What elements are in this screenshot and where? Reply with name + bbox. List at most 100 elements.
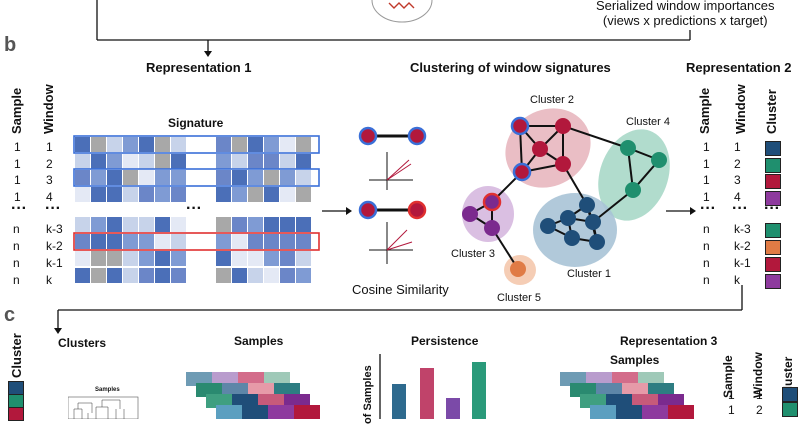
node-c1-a — [579, 197, 595, 213]
signature-cell — [232, 234, 247, 249]
rep2-row-4-sample: 1 — [703, 190, 710, 204]
signature-cell — [216, 154, 231, 169]
signature-cell — [280, 268, 295, 283]
signature-cell — [171, 137, 186, 152]
node-c2-e — [512, 162, 532, 182]
cluster-2-label: Cluster 2 — [530, 94, 575, 106]
cosine-diagram — [358, 126, 427, 264]
panel-c-cluster-label: Cluster — [9, 333, 24, 378]
arrow-to-cosine — [322, 207, 352, 215]
rep2-row-7-window: k-1 — [734, 256, 751, 270]
rep1-row-5-window: k-3 — [46, 222, 63, 236]
rep1-title: Representation 1 — [146, 60, 252, 75]
cluster-4-region — [598, 129, 670, 221]
model-icon-circle — [371, 0, 433, 23]
arrow-to-rep2 — [666, 207, 696, 215]
signature-cell — [75, 154, 90, 169]
rep2-row-4-cluster-swatch — [765, 191, 781, 206]
top-connector-svg — [96, 0, 691, 57]
panel-c-cluster-swatches — [8, 381, 24, 421]
node-c3-b — [462, 206, 478, 222]
signature-grid — [73, 135, 320, 283]
signature-cell — [232, 170, 247, 185]
signature-cell — [123, 217, 138, 232]
persistence-bar-2 — [420, 368, 434, 419]
signature-cell — [280, 137, 295, 152]
rep2-ellipsis-sample: ··· — [700, 200, 716, 217]
rep2-title: Representation 2 — [686, 60, 792, 75]
signature-cell — [216, 170, 231, 185]
rep2-row-2-window: 2 — [734, 157, 741, 171]
rep2-ellipsis-cluster: ··· — [764, 200, 780, 217]
signature-cell — [296, 234, 311, 249]
node-c1-c — [585, 214, 601, 230]
cluster-1-label: Cluster 1 — [567, 268, 612, 280]
rep2-ellipsis-window: ··· — [732, 200, 748, 217]
signature-cell — [248, 234, 263, 249]
rep1-row-8-window: k — [46, 273, 52, 287]
signature-cell — [296, 137, 311, 152]
connector-to-panel-c — [54, 285, 743, 334]
signature-cell — [216, 251, 231, 266]
caption-line-1: Serialized window importances — [596, 0, 775, 13]
rep2-row-5-window: k-3 — [734, 222, 751, 236]
rep2-row-7-cluster-swatch — [765, 257, 781, 272]
signature-cell — [91, 170, 106, 185]
signature-cell — [248, 251, 263, 266]
rep1-row-4-window: 4 — [46, 190, 53, 204]
node-c2-d — [555, 156, 571, 172]
signature-cell — [232, 217, 247, 232]
signature-cell — [296, 170, 311, 185]
rep3-samples-label: Samples — [610, 353, 660, 367]
node-c5-a — [510, 261, 526, 277]
node-c4-c — [625, 182, 641, 198]
node-c2-a — [510, 116, 530, 136]
signature-cell — [91, 187, 106, 202]
cluster-4-label: Cluster 4 — [626, 116, 671, 128]
signature-cell — [232, 251, 247, 266]
signature-cell — [296, 217, 311, 232]
node-c3-c — [484, 220, 500, 236]
rep2-row-1-window: 1 — [734, 140, 741, 154]
signature-cell — [107, 187, 122, 202]
rep3-row-2-cluster — [782, 402, 798, 417]
signature-cell — [264, 217, 279, 232]
rep2-row-8-sample: n — [703, 273, 710, 287]
panel-c-letter: c — [4, 304, 16, 326]
rep2-row-5-cluster-swatch — [765, 223, 781, 238]
rep3-row-1-cluster — [782, 387, 798, 402]
signature-cell — [155, 170, 170, 185]
signature-cell — [248, 187, 263, 202]
rep1-row-3-window: 3 — [46, 173, 53, 187]
signature-cell — [75, 170, 90, 185]
signature-cell — [232, 187, 247, 202]
signature-cell — [139, 268, 154, 283]
signature-cell — [107, 268, 122, 283]
signature-cell — [248, 137, 263, 152]
rep2-row-2-sample: 1 — [703, 157, 710, 171]
node-c1-d — [564, 230, 580, 246]
signature-cell — [280, 170, 295, 185]
signature-cell — [296, 251, 311, 266]
signature-cell — [107, 137, 122, 152]
signature-cell — [280, 251, 295, 266]
persistence-bar-4 — [472, 362, 486, 419]
signature-cell — [139, 170, 154, 185]
mini-samples-label: Samples — [95, 387, 120, 393]
signature-cell — [155, 217, 170, 232]
signature-cell — [171, 268, 186, 283]
model-icon-glyph — [388, 2, 415, 9]
signature-cell — [123, 154, 138, 169]
signature-cell — [171, 217, 186, 232]
signature-cell — [155, 251, 170, 266]
signature-cell — [75, 217, 90, 232]
node-c4-b — [651, 152, 667, 168]
signature-cell — [75, 137, 90, 152]
rep2-row-1-cluster-swatch — [765, 141, 781, 156]
signature-cell — [139, 234, 154, 249]
persistence-bar-3 — [446, 398, 460, 419]
graph-nodes — [462, 116, 667, 277]
rep2-row-3-sample: 1 — [703, 173, 710, 187]
rep1-row-7-sample: n — [13, 256, 20, 270]
signature-cell — [248, 170, 263, 185]
